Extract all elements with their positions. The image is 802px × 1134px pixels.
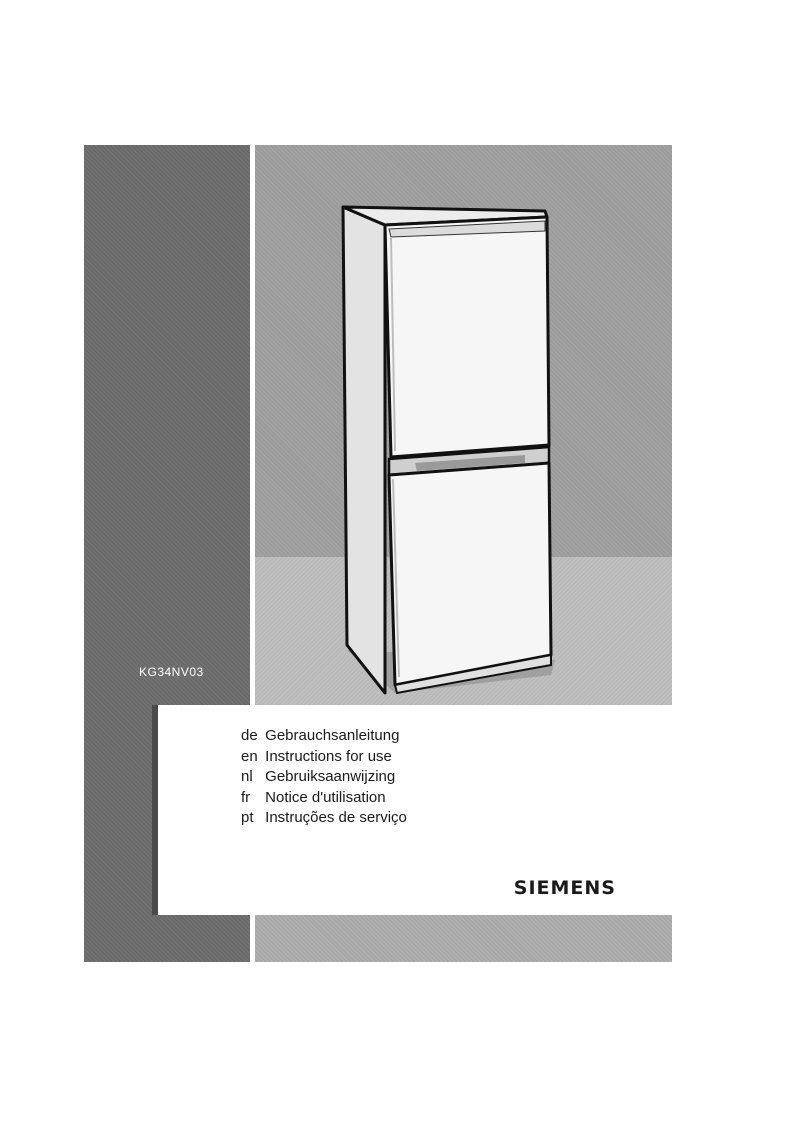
left-decorative-band [84, 145, 250, 962]
language-item-pt: pt Instruções de serviço [241, 808, 407, 829]
model-number: KG34NV03 [139, 665, 204, 679]
manual-cover: KG34NV03 de Gebrauchsanleitung en Instru… [84, 145, 672, 962]
divider-strip [250, 145, 255, 705]
language-item-en: en Instructions for use [241, 747, 407, 768]
language-code: en [241, 747, 258, 765]
language-code: nl [241, 768, 253, 785]
accent-bar [152, 705, 158, 915]
product-scene [255, 145, 672, 705]
language-list: de Gebrauchsanleitung en Instructions fo… [241, 726, 407, 829]
language-title: Gebrauchsanleitung [265, 727, 400, 744]
language-title: Gebruiksaanwijzing [265, 768, 396, 785]
language-item-nl: nl Gebruiksaanwijzing [241, 767, 407, 788]
language-code: fr [241, 788, 251, 806]
brand-logo: SIEMENS [513, 877, 616, 899]
language-code: pt [241, 809, 254, 826]
language-item-fr: fr Notice d'utilisation [241, 788, 407, 809]
fridge-freezer-illustration [341, 205, 555, 695]
title-panel: de Gebrauchsanleitung en Instructions fo… [152, 705, 672, 915]
language-title: Notice d'utilisation [265, 788, 386, 806]
language-item-de: de Gebrauchsanleitung [241, 726, 407, 747]
bottom-decorative-band [255, 915, 672, 962]
language-code: de [241, 727, 258, 744]
language-title: Instruções de serviço [265, 809, 407, 826]
language-title: Instructions for use [265, 747, 392, 765]
